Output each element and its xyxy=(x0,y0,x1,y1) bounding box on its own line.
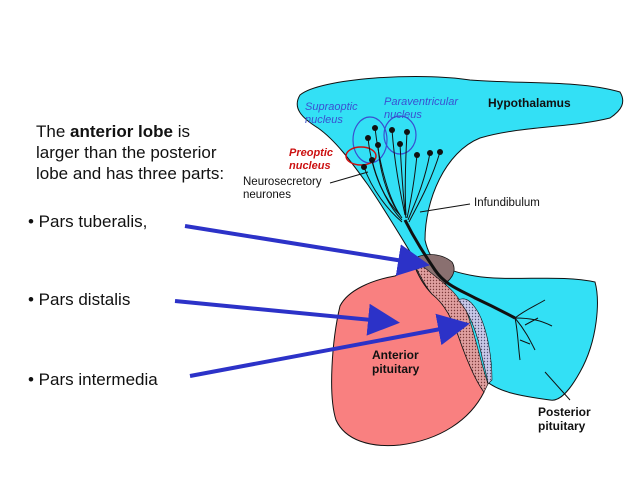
intro-paragraph: The anterior lobe is larger than the pos… xyxy=(36,121,236,184)
preoptic-nucleus-outline xyxy=(345,146,377,166)
label-preoptic-line2: nucleus xyxy=(289,160,331,172)
label-paraventricular-line1: Paraventricular xyxy=(384,96,458,108)
label-anterior-line1: Anterior xyxy=(372,348,419,362)
label-paraventricular-line2: nucleus xyxy=(384,109,422,121)
label-neurosecretory-line1: Neurosecretory xyxy=(243,176,322,188)
arrow-pars-distalis xyxy=(174,299,400,336)
pars-intermedia-dotted-shape xyxy=(412,261,489,393)
neurosecretory-axons xyxy=(363,127,441,223)
axon-terminals xyxy=(514,299,553,361)
label-posterior-line1: Posterior xyxy=(538,405,591,419)
label-posterior-pituitary: Posterior pituitary xyxy=(538,405,591,433)
label-anterior-line2: pituitary xyxy=(372,362,420,376)
pars-intermedia-shape xyxy=(457,298,493,385)
arrows xyxy=(174,224,470,378)
intro-prefix: The xyxy=(36,122,71,141)
label-neurosecretory: Neurosecretory neurones xyxy=(243,176,322,202)
label-posterior-line2: pituitary xyxy=(538,419,586,433)
leader-lines xyxy=(329,171,571,401)
label-infundibulum: Infundibulum xyxy=(474,197,540,209)
label-preoptic: Preoptic nucleus xyxy=(289,147,333,173)
bullet-pars-tuberalis: • Pars tuberalis, xyxy=(28,212,148,231)
hypothalamus-shape xyxy=(296,76,624,401)
arrow-pars-tuberalis xyxy=(184,224,430,276)
label-supraoptic: Supraoptic nucleus xyxy=(305,101,358,127)
bullet-pars-intermedia: • Pars intermedia xyxy=(28,370,158,389)
label-supraoptic-line2: nucleus xyxy=(305,114,343,126)
label-paraventricular: Paraventricular nucleus xyxy=(384,96,458,122)
label-hypothalamus: Hypothalamus xyxy=(488,96,571,110)
intro-bold-term: anterior lobe xyxy=(70,122,173,141)
arrow-pars-intermedia xyxy=(189,313,470,378)
bullet-pars-distalis: • Pars distalis xyxy=(28,290,131,309)
label-anterior-pituitary: Anterior pituitary xyxy=(372,348,419,376)
paraventricular-nucleus-outline xyxy=(383,115,417,155)
label-preoptic-line1: Preoptic xyxy=(289,147,334,159)
intro-suffix: is larger than the posterior lobe and ha… xyxy=(36,122,225,183)
label-supraoptic-line1: Supraoptic xyxy=(305,101,358,113)
label-neurosecretory-line2: neurones xyxy=(243,189,291,201)
